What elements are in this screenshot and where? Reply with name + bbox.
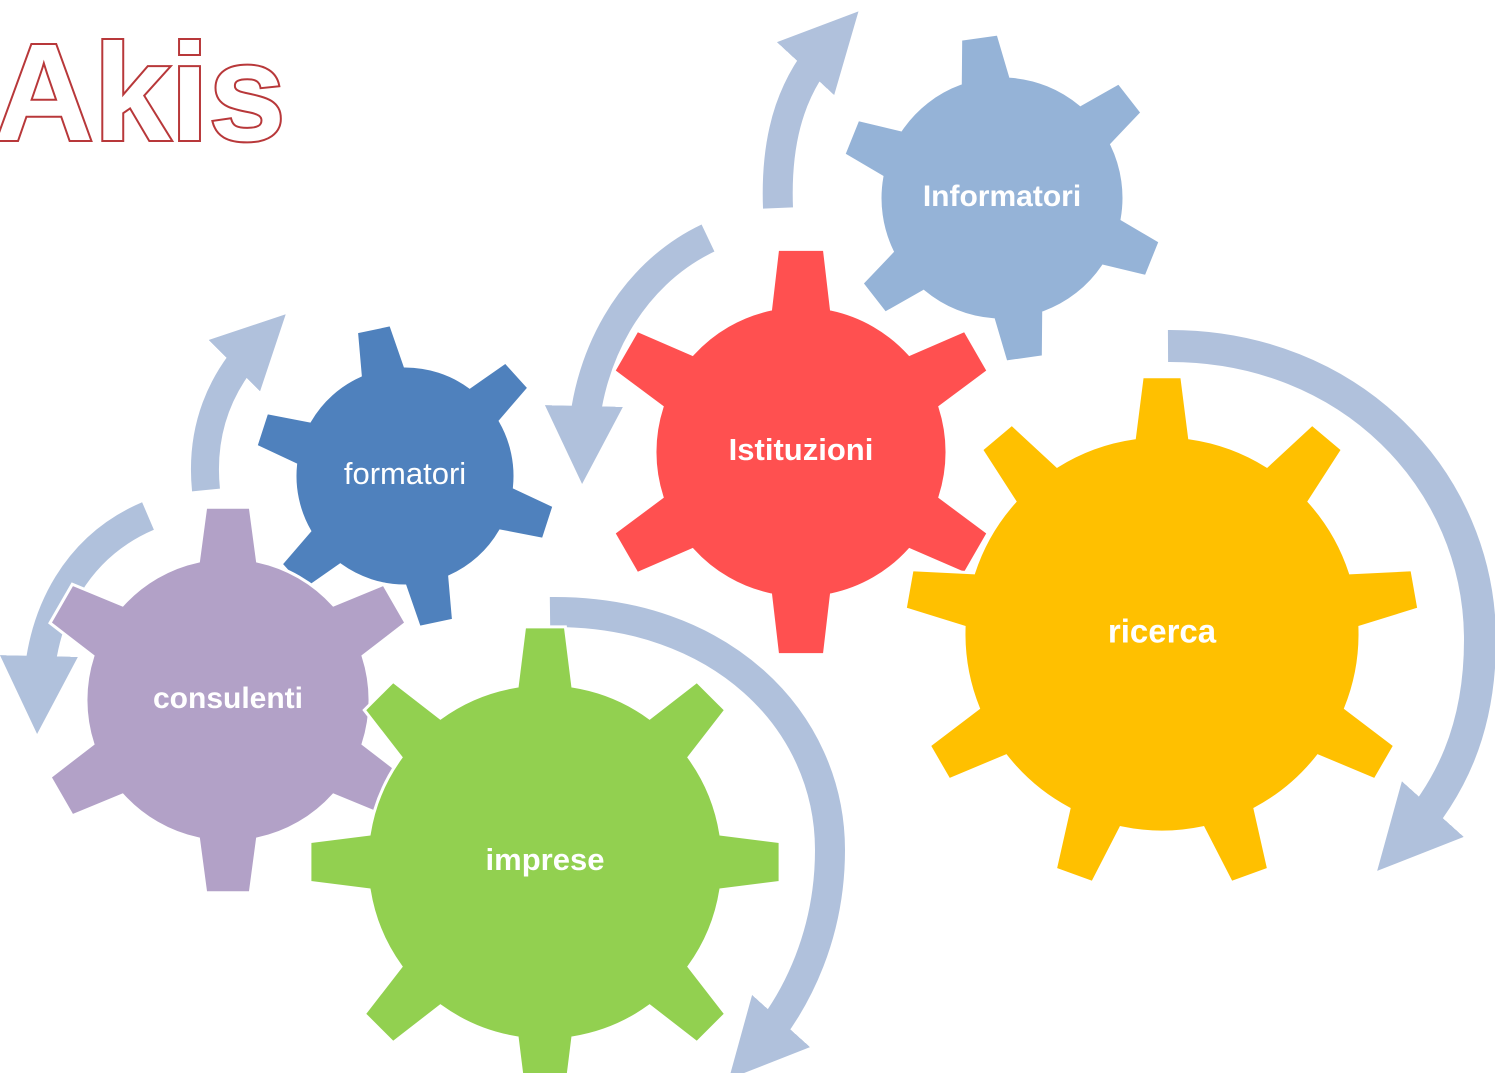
gear-istituzioni: Istituzioni: [611, 247, 991, 657]
gear-ricerca: ricerca: [903, 375, 1421, 885]
gear-consulenti-shape: [48, 505, 408, 895]
gear-ricerca-label: ricerca: [1108, 613, 1217, 650]
gear-formatori: formatori: [254, 322, 556, 630]
arrow-ricerca-cycle: [1167, 329, 1495, 871]
gear-istituzioni-label: Istituzioni: [729, 432, 874, 467]
arrow-consulenti-cycle: [0, 502, 155, 734]
arrow-informatori-cycle: [762, 11, 859, 209]
cycle-arrows: [0, 11, 1495, 1073]
gear-imprese-shape: [308, 625, 782, 1073]
gear-ricerca-shape: [903, 375, 1421, 885]
gear-informatori-shape: [842, 32, 1162, 364]
gear-informatori: Informatori: [842, 32, 1162, 364]
arrow-formatori-cycle: [191, 314, 286, 492]
diagram-title: Akis: [0, 16, 286, 170]
arrow-imprese-cycle: [549, 596, 846, 1073]
gear-istituzioni-shape: [611, 247, 991, 657]
gear-consulenti: consulenti: [48, 505, 408, 895]
gear-consulenti-label: consulenti: [153, 682, 303, 715]
gear-formatori-shape: [254, 322, 556, 630]
gear-imprese: imprese: [308, 625, 782, 1073]
gear-formatori-label: formatori: [344, 456, 466, 491]
gear-informatori-label: Informatori: [923, 180, 1081, 213]
gear-imprese-label: imprese: [486, 842, 605, 877]
arrow-istituzioni-cycle: [544, 224, 715, 484]
